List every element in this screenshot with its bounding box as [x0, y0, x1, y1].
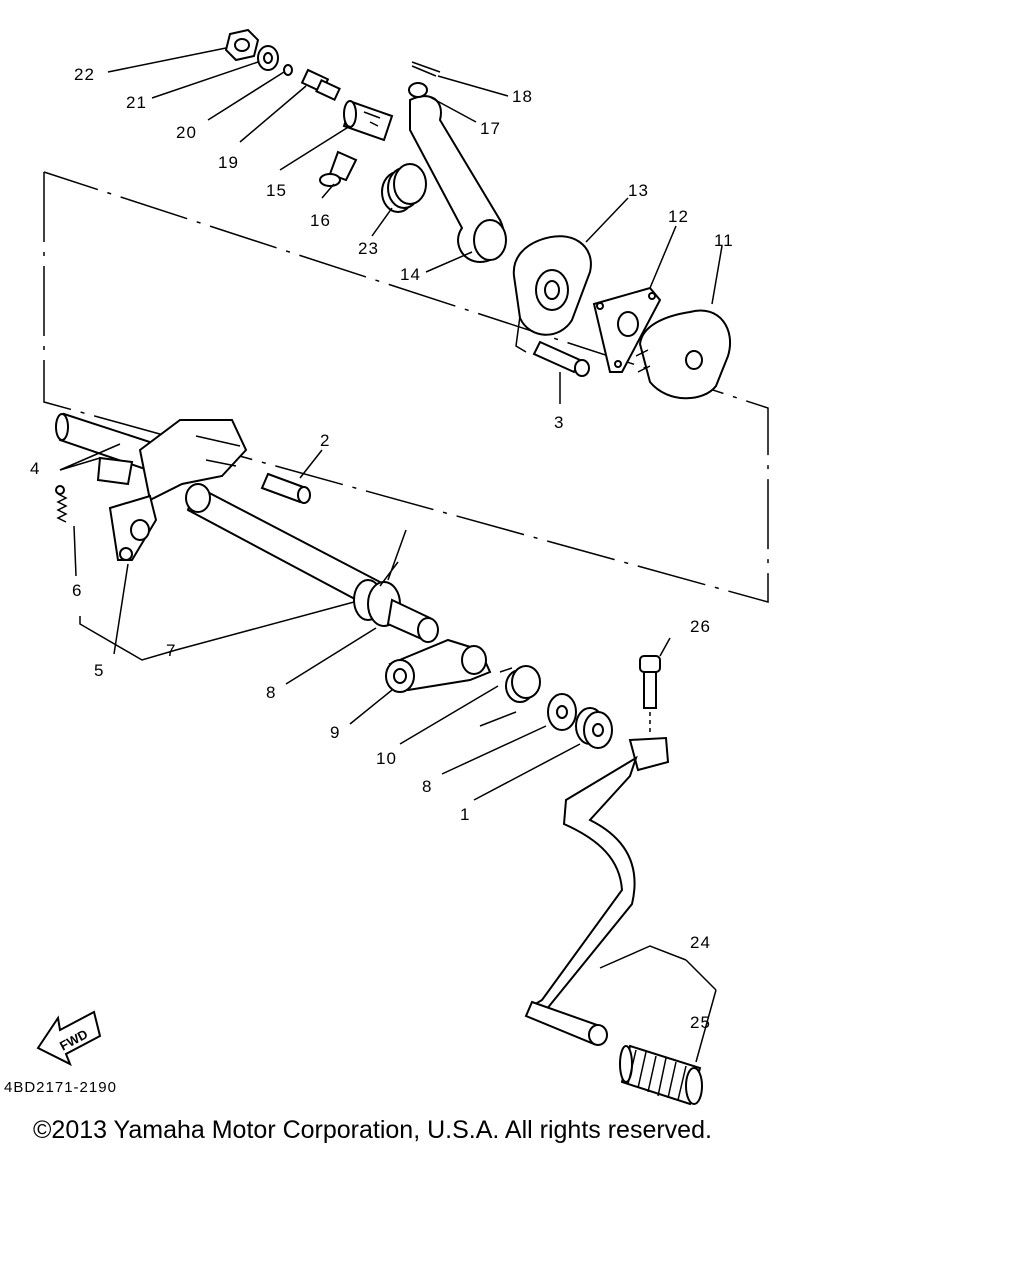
part-bolt-3 [532, 340, 590, 377]
part-bolt-19 [300, 68, 341, 101]
callout-19: 19 [218, 153, 239, 172]
fwd-arrow-icon: FWD [36, 1010, 102, 1067]
callout-13: 13 [628, 181, 649, 200]
callout-2: 2 [320, 431, 330, 450]
callout-8: 8 [266, 683, 276, 702]
part-nut-22 [224, 28, 260, 62]
callout-4: 4 [30, 459, 40, 478]
part-plate-12 [592, 286, 662, 373]
part-spring-23 [381, 163, 427, 213]
assembly-frame [43, 171, 769, 603]
callout-3: 3 [554, 413, 564, 432]
callout-15: 15 [266, 181, 287, 200]
part-clip-17 [408, 82, 428, 98]
part-arm-9 [385, 638, 492, 693]
callout-labels: 22 21 20 19 15 16 23 14 18 17 13 12 11 3… [30, 65, 734, 1032]
callout-14: 14 [400, 265, 421, 284]
part-cam-11 [635, 309, 731, 400]
callout-9: 9 [330, 723, 340, 742]
callout-5: 5 [94, 661, 104, 680]
part-lever-5 [108, 494, 158, 561]
callout-17: 17 [480, 119, 501, 138]
callout-10: 10 [376, 749, 397, 768]
callout-24: 24 [690, 933, 711, 952]
callout-8-washer: 8 [422, 777, 432, 796]
callout-25: 25 [690, 1013, 711, 1032]
callout-12: 12 [668, 207, 689, 226]
part-rubber-25 [619, 1044, 703, 1106]
part-washer-8 [547, 693, 577, 731]
callout-21: 21 [126, 93, 147, 112]
callout-26: 26 [690, 617, 711, 636]
callout-16: 16 [310, 211, 331, 230]
part-collar-1 [575, 707, 613, 749]
part-plate-13 [512, 235, 592, 353]
part-pin-16 [319, 150, 358, 187]
callout-20: 20 [176, 123, 197, 142]
part-pin-2 [260, 472, 311, 504]
part-pin-18 [411, 61, 441, 77]
part-spline-8 [353, 529, 439, 643]
leader-lines [59, 47, 723, 1063]
callout-18: 18 [512, 87, 533, 106]
part-washer-21 [257, 45, 279, 71]
part-collar-15 [342, 100, 394, 142]
part-spring-10 [479, 665, 541, 727]
callout-11: 11 [714, 231, 734, 250]
part-shaft-7 [185, 483, 382, 608]
callout-23: 23 [358, 239, 379, 258]
drawing-code: 4BD2171-2190 [4, 1079, 117, 1096]
part-shift-fork-4 [55, 412, 248, 502]
part-spring-6 [55, 485, 68, 523]
callout-7: 7 [166, 641, 176, 660]
part-oring-20 [283, 64, 293, 76]
callout-6: 6 [72, 581, 82, 600]
part-bolt-26 [639, 655, 661, 736]
copyright-notice: ©2013 Yamaha Motor Corporation, U.S.A. A… [33, 1116, 712, 1144]
callout-1: 1 [460, 805, 470, 824]
callout-22: 22 [74, 65, 95, 84]
part-pedal-24 [524, 736, 670, 1046]
